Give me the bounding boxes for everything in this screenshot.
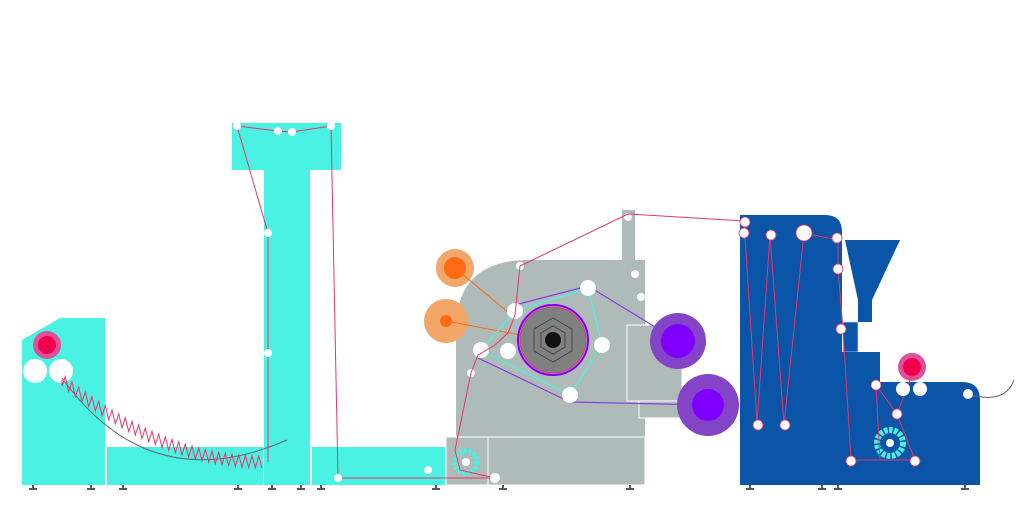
- guide-roller: [831, 232, 843, 244]
- machine-foot: [834, 485, 842, 490]
- guide-roller: [832, 263, 844, 275]
- guide-roller: [891, 408, 903, 420]
- white-roller: [49, 359, 73, 383]
- gray-fiber-curve: [61, 377, 288, 461]
- purple-roller-top-core: [661, 324, 695, 358]
- cyan-feeder-machine: [22, 123, 445, 485]
- column-top-box: [232, 123, 341, 170]
- top-stub: [622, 210, 635, 262]
- tall-column: [264, 170, 310, 485]
- guide-roller: [752, 419, 764, 431]
- machine-foot: [29, 485, 37, 490]
- guide-roller: [424, 466, 432, 474]
- machine-foot: [961, 485, 969, 490]
- guide-roller: [963, 389, 973, 399]
- trough: [107, 447, 263, 485]
- guide-roller: [490, 473, 500, 483]
- guide-roller: [264, 349, 272, 357]
- machine-foot: [432, 485, 440, 490]
- gray-lower-box: [487, 436, 646, 486]
- guide-roller: [473, 342, 489, 358]
- guide-roller: [835, 323, 847, 335]
- blue-guide-rollers: [738, 216, 973, 467]
- cyan-guide-rollers: [233, 122, 500, 483]
- machine-foot: [234, 485, 242, 490]
- machine-foot: [87, 485, 95, 490]
- drum-hexagon: [533, 317, 573, 363]
- bottom-conveyor: [312, 447, 445, 485]
- blue-main-body: [740, 215, 842, 485]
- blue-gear-icon: [874, 427, 906, 459]
- thread-path: [236, 125, 916, 479]
- guide-roller: [562, 387, 578, 403]
- machine-foot: [626, 485, 634, 490]
- guide-roller: [637, 293, 645, 301]
- machine-foot: [297, 485, 305, 490]
- pink-roller-core: [903, 358, 921, 376]
- output-fiber: [967, 379, 1015, 398]
- gear-icon: [452, 448, 480, 476]
- drum-axle: [545, 332, 561, 348]
- guide-roller: [909, 455, 921, 467]
- machine-foot: [268, 485, 276, 490]
- drum-hexagon-inner: [540, 325, 566, 355]
- guide-roller: [738, 227, 750, 239]
- guide-roller: [913, 382, 927, 396]
- guide-roller: [739, 216, 751, 228]
- machine-foot: [818, 485, 826, 490]
- machine-feet: [29, 485, 969, 490]
- guide-roller: [795, 224, 813, 242]
- white-roller: [23, 359, 47, 383]
- machine-foot: [317, 485, 325, 490]
- guide-roller: [274, 127, 282, 135]
- gray-carding-machine: [424, 210, 739, 486]
- orange-fiber: [454, 267, 516, 319]
- main-drum-belt: [517, 304, 589, 376]
- guide-roller: [500, 343, 516, 359]
- blue-drawing-machine: [740, 215, 1015, 485]
- guide-roller: [264, 229, 272, 237]
- guide-roller: [580, 280, 596, 296]
- guide-roller: [594, 337, 610, 353]
- guide-roller: [288, 128, 296, 136]
- guide-roller: [779, 419, 791, 431]
- purple-roller-bottom-core: [692, 389, 724, 421]
- guide-roller: [765, 229, 777, 241]
- machine-foot: [499, 485, 507, 490]
- guide-roller: [845, 455, 857, 467]
- pink-roller-core: [38, 336, 56, 354]
- guide-roller: [334, 474, 342, 482]
- feeder-body: [22, 318, 105, 485]
- guide-roller: [870, 379, 882, 391]
- pink-spring-coil: [61, 374, 263, 470]
- cyan-belt: [480, 287, 603, 396]
- hopper: [845, 240, 900, 322]
- gear-hub: [462, 458, 470, 466]
- guide-roller: [327, 122, 335, 130]
- guide-roller: [233, 122, 241, 130]
- gray-guide-rollers: [467, 213, 645, 403]
- guide-roller: [896, 382, 910, 396]
- machine-foot: [746, 485, 754, 490]
- gear-hub: [886, 439, 894, 447]
- machine-foot: [119, 485, 127, 490]
- guide-roller: [631, 270, 639, 278]
